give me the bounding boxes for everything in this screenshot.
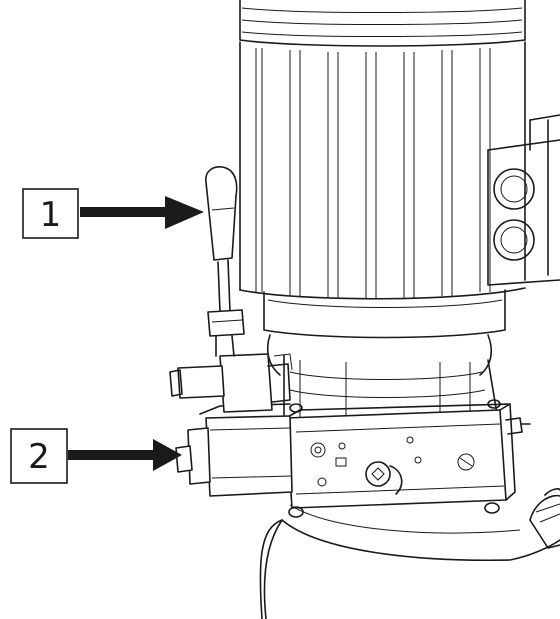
callout-1: 1 <box>22 188 204 239</box>
callout-2: 2 <box>10 428 182 484</box>
electric-motor <box>239 0 526 339</box>
callout-1-label: 1 <box>40 195 62 235</box>
callout-2-arrow-shaft <box>68 450 164 460</box>
terminal-box <box>487 114 560 286</box>
callout-2-arrowhead <box>153 439 182 471</box>
callout-2-box <box>10 428 68 484</box>
filler-cap <box>529 488 560 549</box>
bell-housing <box>266 334 499 421</box>
hand-pump-lever <box>205 166 245 357</box>
tank-base <box>259 504 560 619</box>
callout-2-label: 2 <box>28 437 50 477</box>
solenoid-valve <box>169 353 293 497</box>
callout-1-box <box>22 188 79 239</box>
manifold-block <box>285 399 531 518</box>
callout-1-arrowhead <box>165 196 204 229</box>
callout-1-arrow-shaft <box>80 207 176 217</box>
